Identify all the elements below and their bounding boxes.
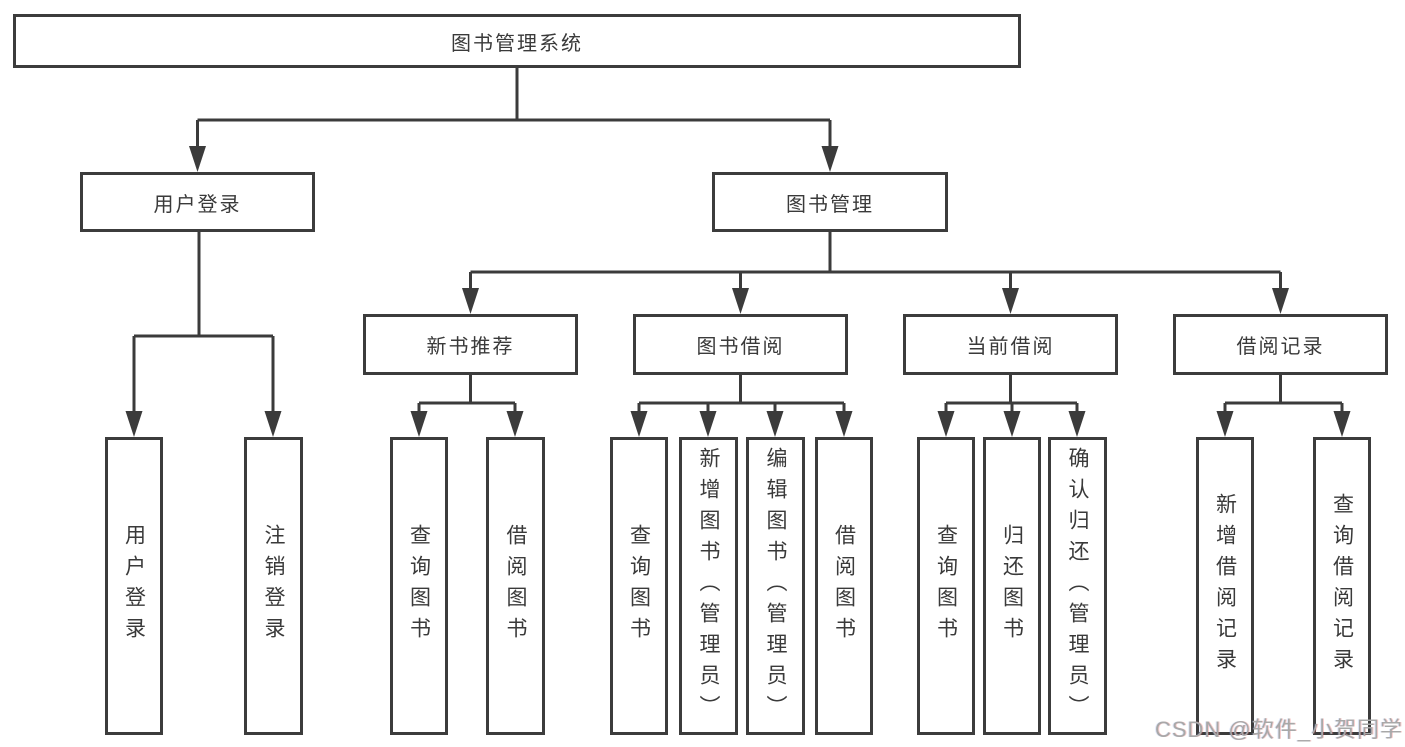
leaf-borrowing-query-books: 查询图书 (610, 437, 668, 735)
leaf-label: 借阅图书 (504, 524, 528, 648)
leaf-label: 归还图书 (1000, 524, 1024, 648)
leaf-label: 查询图书 (934, 524, 958, 648)
node-library-management-system: 图书管理系统 (13, 14, 1021, 68)
leaf-user-login: 用户登录 (105, 437, 163, 735)
leaf-logout: 注销登录 (244, 437, 303, 735)
node-current-borrowing: 当前借阅 (903, 314, 1118, 375)
leaf-borrowing-edit-books-admin: 编辑图书（管理员） (746, 437, 805, 735)
node-book-management: 图书管理 (712, 172, 948, 232)
csdn-watermark: CSDN @软件_小贺同学 (1154, 717, 1403, 742)
leaf-label: 查询图书 (407, 524, 431, 648)
node-label: 图书管理 (786, 193, 874, 216)
leaf-borrowing-borrow-books: 借阅图书 (815, 437, 873, 735)
leaf-label: 借阅图书 (832, 524, 856, 648)
node-label: 新书推荐 (426, 336, 515, 358)
node-user-login: 用户登录 (80, 172, 315, 232)
leaf-recommend-borrow-books: 借阅图书 (486, 437, 545, 735)
arrowhead-icons (125, 146, 1351, 437)
leaf-label: 用户登录 (122, 524, 146, 648)
leaf-label: 新增借阅记录 (1213, 493, 1237, 679)
node-borrowing-records: 借阅记录 (1173, 314, 1388, 375)
leaf-current-confirm-return-admin: 确认归还（管理员） (1048, 437, 1107, 735)
leaf-current-return-books: 归还图书 (983, 437, 1041, 735)
leaf-label: 查询图书 (627, 524, 651, 648)
node-label: 图书管理系统 (451, 32, 583, 55)
leaf-records-add-record: 新增借阅记录 (1196, 437, 1254, 735)
node-label: 图书借阅 (696, 336, 785, 358)
leaf-label: 注销登录 (262, 524, 286, 648)
leaf-records-query-record: 查询借阅记录 (1313, 437, 1371, 735)
node-new-book-recommend: 新书推荐 (363, 314, 578, 375)
node-label: 借阅记录 (1236, 336, 1325, 358)
leaf-borrowing-add-books-admin: 新增图书（管理员） (679, 437, 738, 735)
leaf-current-query-books: 查询图书 (917, 437, 975, 735)
leaf-label: 新增图书（管理员） (697, 446, 721, 726)
leaf-label: 确认归还（管理员） (1066, 446, 1090, 726)
node-label: 用户登录 (153, 193, 242, 216)
leaf-label: 编辑图书（管理员） (764, 446, 788, 726)
node-book-borrowing: 图书借阅 (633, 314, 848, 375)
node-label: 当前借阅 (966, 336, 1055, 358)
leaf-label: 查询借阅记录 (1330, 493, 1354, 679)
leaf-recommend-query-books: 查询图书 (390, 437, 448, 735)
